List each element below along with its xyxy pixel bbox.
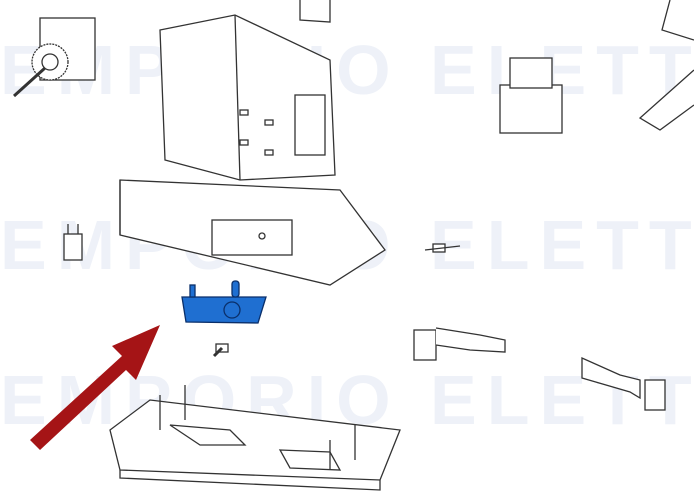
control-board-corner (638, 69, 694, 131)
small-connector (424, 243, 461, 253)
limit-switch-lever-left (413, 327, 506, 361)
housing-base (119, 14, 386, 286)
arrow-pointer-icon (30, 325, 160, 450)
screw (212, 343, 229, 358)
highlighted-bracket (181, 280, 267, 324)
watermark-row-1: EMPORIO ELETTRICO (0, 31, 694, 109)
foundation-plate (109, 385, 401, 491)
capacitor (63, 224, 83, 261)
gear-motor-assembly (12, 17, 96, 98)
limit-switch-lever-right (581, 356, 666, 411)
transformer (499, 57, 563, 134)
